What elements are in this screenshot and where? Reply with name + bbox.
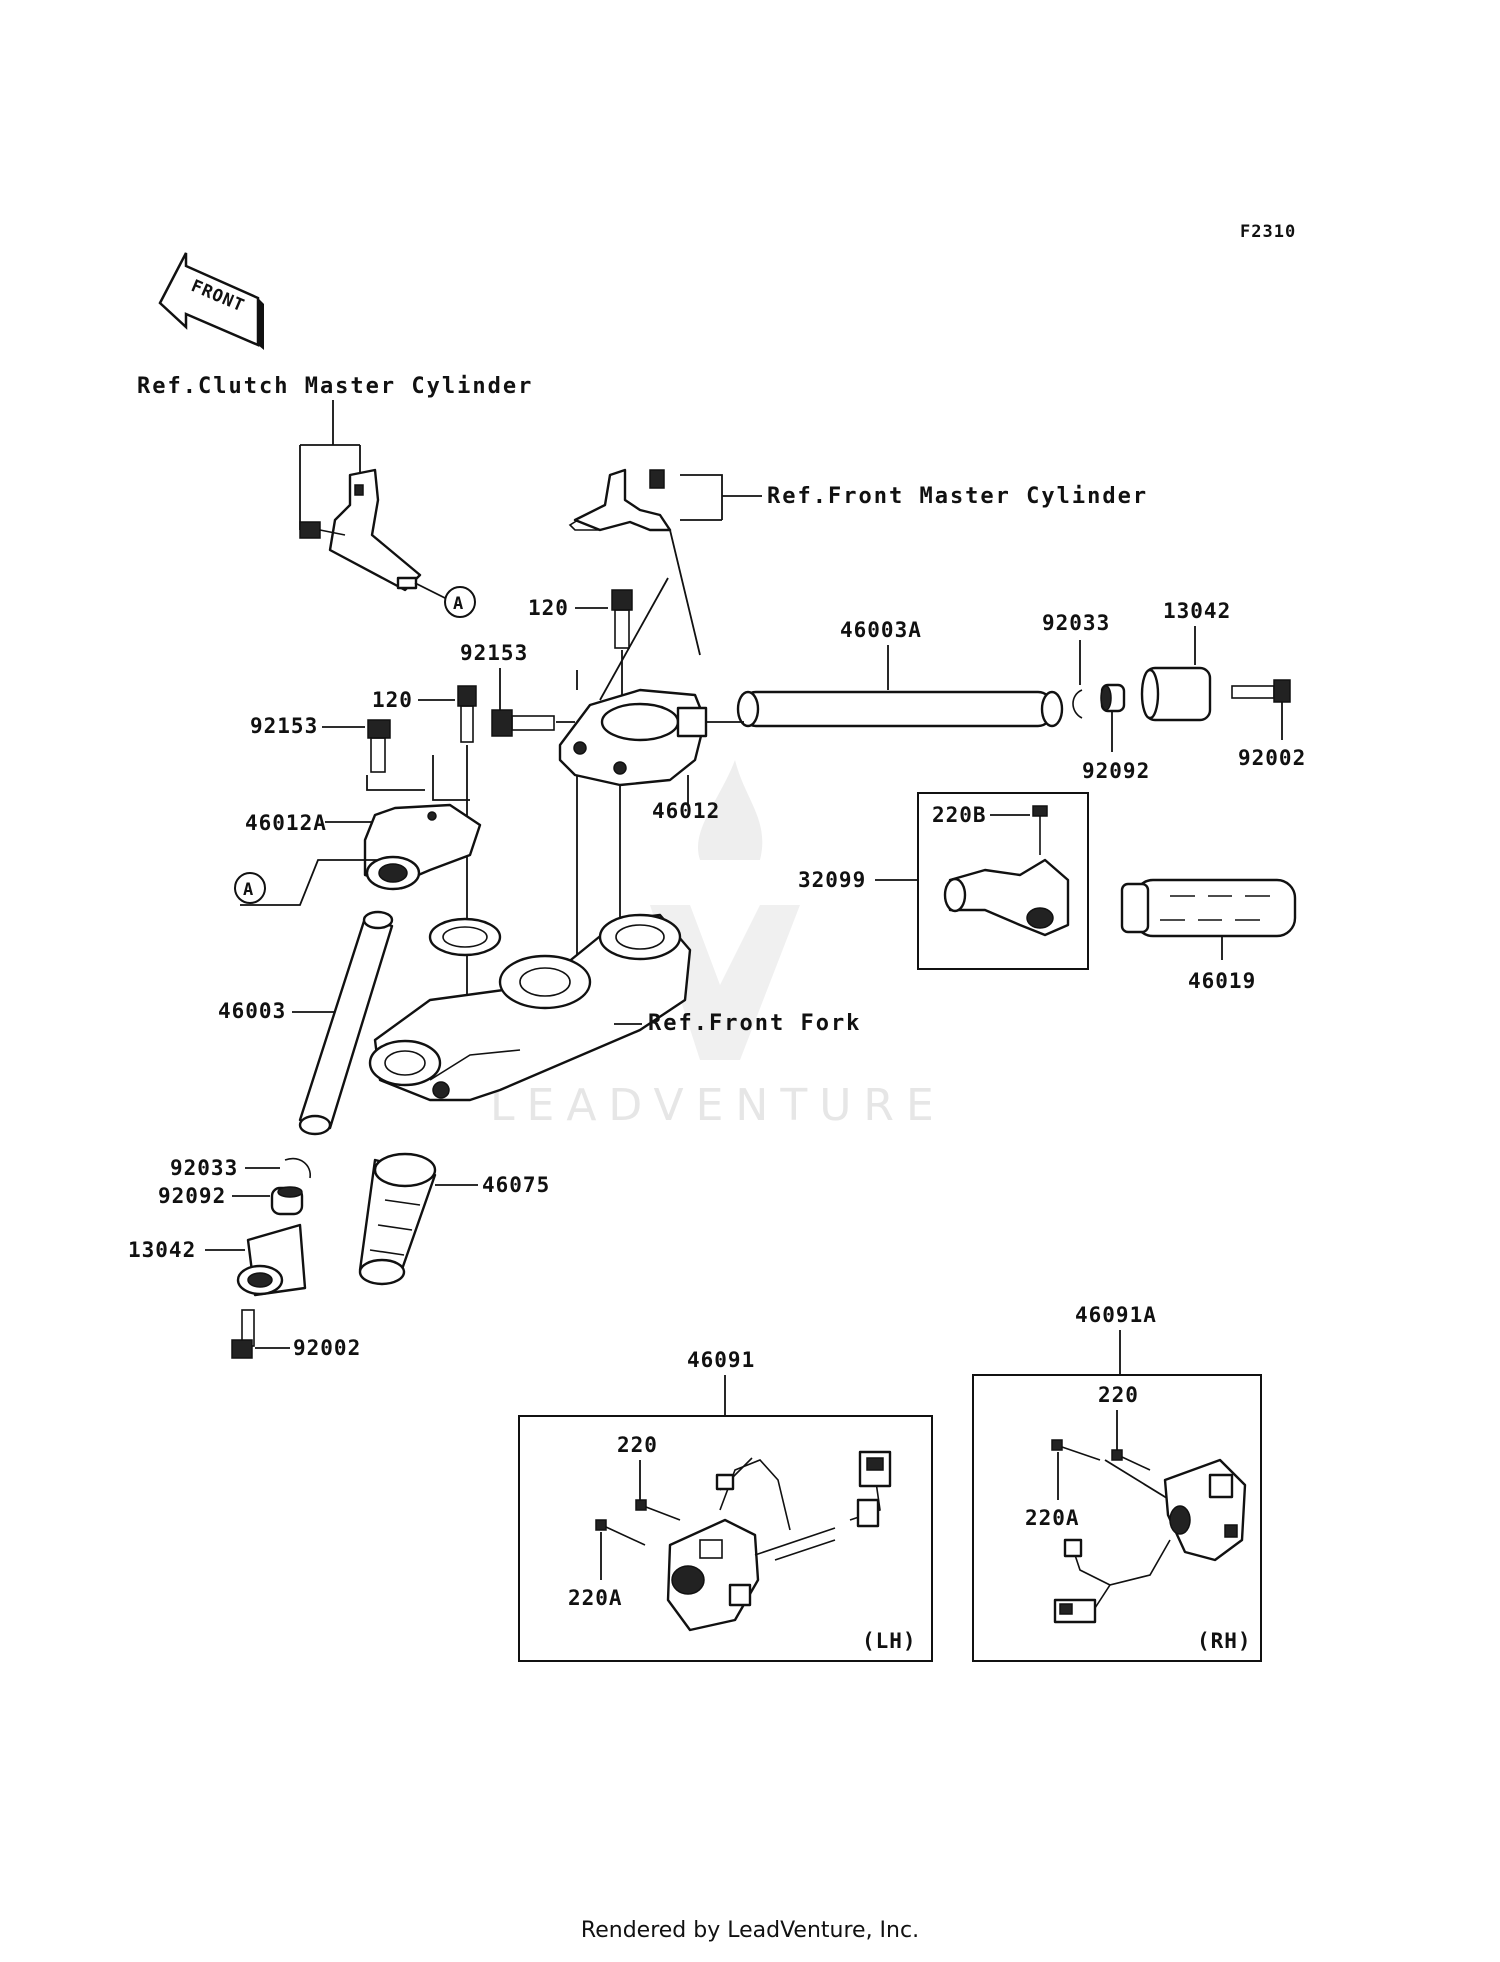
- label-220A-rh: 220A: [1025, 1506, 1080, 1530]
- marker-a-upper: A: [444, 586, 476, 618]
- left-switch-housing: [666, 1518, 760, 1632]
- ref-clutch-master-cylinder: Ref.Clutch Master Cylinder: [137, 374, 533, 399]
- front-master-to-clamp-line: [669, 529, 701, 656]
- watermark-text: LEADVENTURE: [490, 1080, 946, 1131]
- screw-220A-lh-icon: [595, 1519, 646, 1546]
- label-220-lh: 220: [617, 1433, 658, 1457]
- handlebar-tube-right: [736, 690, 1064, 728]
- screw-220-lh-icon: [635, 1499, 681, 1521]
- right-switch-housing: [1163, 1458, 1247, 1562]
- svg-text:A: A: [243, 880, 254, 900]
- label-92153-left: 92153: [250, 714, 318, 738]
- label-92092-left: 92092: [158, 1184, 226, 1208]
- label-13042-left: 13042: [128, 1238, 196, 1262]
- label-13042-right: 13042: [1163, 599, 1231, 623]
- triple-clamp-front-fork: [368, 913, 692, 1102]
- label-220-rh: 220: [1098, 1383, 1139, 1407]
- label-92033-right: 92033: [1042, 611, 1110, 635]
- handlebar-clamp-right: [558, 688, 708, 787]
- bolt-120-top-icon: [611, 589, 633, 649]
- label-32099: 32099: [798, 868, 866, 892]
- screw-220-rh-icon: [1111, 1449, 1151, 1471]
- marker-a-lower: A: [234, 872, 266, 904]
- front-master-ref-leader: [680, 474, 762, 521]
- marker-a-leader-upper: [414, 582, 446, 599]
- label-92153-upper: 92153: [460, 641, 528, 665]
- label-46012A: 46012A: [245, 811, 327, 835]
- collar-right-icon: [1100, 683, 1126, 713]
- label-92002-left: 92002: [293, 1336, 361, 1360]
- bolt-92153-left-axis: [366, 755, 470, 801]
- label-92002-right: 92002: [1238, 746, 1306, 770]
- label-46091A: 46091A: [1075, 1303, 1157, 1327]
- figure-code: F2310: [1240, 222, 1296, 242]
- label-lh: (LH): [862, 1629, 917, 1653]
- footer-credit: Rendered by LeadVenture, Inc.: [580, 1918, 920, 1943]
- circlip-right-icon: [1072, 689, 1083, 719]
- bolt-92002-left-icon: [231, 1309, 255, 1359]
- throttle-grip-right: [1120, 878, 1297, 938]
- front-arrow-icon: FRONT: [158, 252, 264, 350]
- screw-220B-icon: [1032, 805, 1048, 855]
- ref-front-master-cylinder: Ref.Front Master Cylinder: [767, 484, 1148, 509]
- label-220A-lh: 220A: [568, 1586, 623, 1610]
- front-master-bracket: [568, 468, 672, 532]
- label-120-left: 120: [372, 688, 413, 712]
- label-120-top: 120: [528, 596, 569, 620]
- right-switch-harness: [1053, 1538, 1171, 1624]
- bolt-92153-left-icon: [367, 719, 391, 773]
- grip-left-46075: [358, 1152, 437, 1286]
- watermark: LEADVENTURE: [490, 760, 946, 1131]
- label-46003A: 46003A: [840, 618, 922, 642]
- bolt-92002-right-icon: [1231, 679, 1291, 703]
- label-46075: 46075: [482, 1173, 550, 1197]
- label-92033-left: 92033: [170, 1156, 238, 1180]
- box-46091A-rh: [972, 1374, 1262, 1662]
- bolt-92153-upper-icon: [491, 709, 555, 737]
- handlebar-clamp-left: [363, 803, 482, 891]
- label-46003: 46003: [218, 999, 286, 1023]
- svg-text:A: A: [453, 594, 464, 614]
- screw-220A-rh-icon: [1051, 1439, 1101, 1461]
- box-32099: [917, 792, 1089, 970]
- bolt-120-left-icon: [457, 685, 477, 743]
- handlebar-tube-left: [298, 910, 394, 1136]
- ref-front-fork: Ref.Front Fork: [648, 1011, 861, 1036]
- clutch-bracket: [328, 468, 422, 592]
- bar-end-weight-right: [1140, 666, 1212, 722]
- left-switch-harness: [715, 1450, 892, 1561]
- clamp-right-axes: [576, 670, 689, 980]
- box-46091-lh: [518, 1415, 933, 1662]
- collar-left-icon: [270, 1186, 304, 1216]
- bar-end-weight-left: [236, 1223, 307, 1297]
- clamp-right-upper-line: [599, 577, 669, 701]
- throttle-housing-32099: [943, 858, 1070, 937]
- clutch-bolt-icon: [299, 521, 346, 539]
- circlip-left-icon: [284, 1158, 311, 1179]
- label-46019: 46019: [1188, 969, 1256, 993]
- label-46091: 46091: [687, 1348, 755, 1372]
- label-46012: 46012: [652, 799, 720, 823]
- rh-screw-line: [1104, 1459, 1171, 1501]
- label-220B: 220B: [932, 803, 987, 827]
- clutch-ref-leader: [299, 400, 361, 530]
- label-rh: (RH): [1197, 1629, 1252, 1653]
- label-92092-right: 92092: [1082, 759, 1150, 783]
- marker-a-leader-lower: [240, 859, 378, 906]
